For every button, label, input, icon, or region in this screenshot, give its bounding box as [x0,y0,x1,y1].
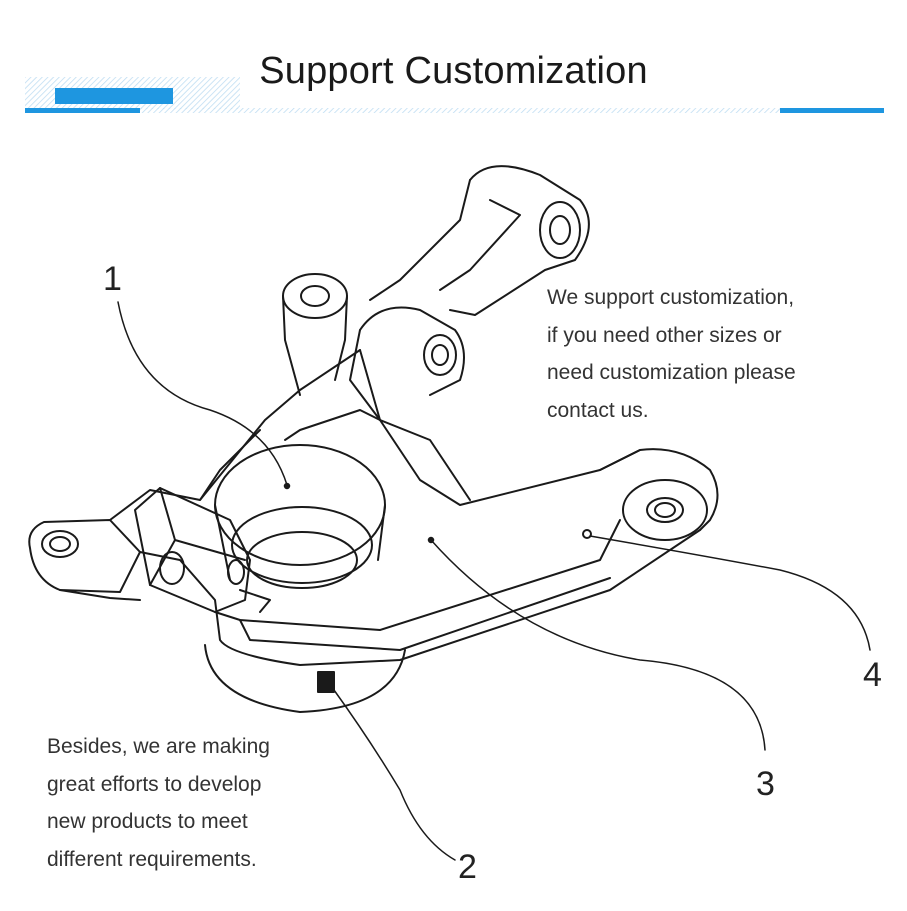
left-accent-block [55,88,173,104]
page-header: Support Customization [0,0,907,130]
lower-hub [204,644,406,713]
right-accent-line [780,108,884,113]
development-line: Besides, we are making [47,735,270,758]
center-hatch-line [140,108,780,113]
callout-1: 1 [103,260,122,298]
development-line: new products to meet [47,810,248,833]
development-line: great efforts to develop [47,772,262,796]
leader-line-3 [430,539,766,751]
development-line: different requirements. [47,847,257,871]
development-text: Besides, we are making great efforts to … [47,728,270,878]
customization-text: We support customization, if you need ot… [547,279,796,429]
customization-line: We support customization, [547,286,795,309]
leader-line-2 [333,689,456,861]
center-bore [214,444,386,589]
header-decoration [25,77,884,113]
left-accent-line [25,108,140,113]
leader-line-1 [117,301,288,486]
upper-pillar [282,273,348,396]
customization-line: contact us. [547,398,649,422]
right-arm [582,448,719,541]
hub-marker [317,671,335,693]
callout-2: 2 [458,848,477,886]
bracket-block [134,487,271,613]
customization-line: need customization please [547,361,796,384]
callout-4: 4 [863,656,882,694]
left-lug [28,519,141,601]
customization-line: if you need other sizes or [547,323,782,347]
leader-lines [117,301,871,861]
leader-line-4 [589,535,871,651]
callout-3: 3 [756,765,775,803]
upper-arm [349,165,590,421]
page-title: Support Customization [259,50,648,92]
